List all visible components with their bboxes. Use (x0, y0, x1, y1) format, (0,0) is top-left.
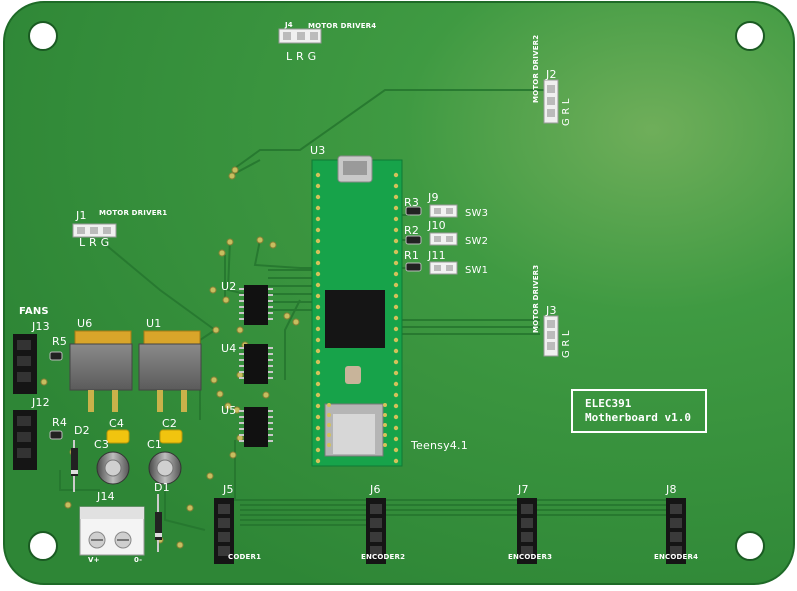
label-j6: J6 (370, 483, 381, 496)
mounting-hole-br (735, 531, 765, 561)
diodes (71, 440, 162, 552)
label-sw2: SW2 (465, 236, 489, 247)
label-d1: D1 (154, 481, 170, 494)
label-r1: R1 (404, 249, 420, 262)
label-vplus: V+ (88, 556, 100, 564)
mounting-hole-bl (28, 531, 58, 561)
mounting-holes (28, 21, 765, 561)
label-j3: J3 (546, 304, 557, 317)
label-j12: J12 (32, 396, 50, 409)
label-u1: U1 (146, 317, 162, 330)
label-u4: U4 (221, 342, 237, 355)
board-title-line2: Motherboard v1.0 (585, 411, 691, 424)
label-u2: U2 (221, 280, 237, 293)
label-j14: J14 (97, 490, 115, 503)
label-encoder4: ENCODER4 (654, 553, 699, 561)
label-c4: C4 (109, 417, 125, 430)
label-j8: J8 (666, 483, 677, 496)
voltage-regulators (69, 330, 202, 412)
mounting-hole-tr (735, 21, 765, 51)
label-u6: U6 (77, 317, 93, 330)
j1-connector (72, 223, 117, 238)
resistors-switch-headers (405, 204, 458, 275)
label-j2-pins: G R L (561, 98, 572, 126)
capacitors (96, 429, 183, 485)
label-fans: FANS (19, 306, 49, 317)
label-c3: C3 (94, 438, 110, 451)
label-j2: J2 (546, 68, 557, 81)
label-encoder2: ENCODER2 (361, 553, 406, 561)
label-encoder1: CODER1 (228, 553, 262, 561)
label-sw1: SW1 (465, 265, 489, 276)
j4-connector (278, 28, 322, 44)
label-motor-driver3: MOTOR DRIVER3 (532, 264, 540, 333)
label-c1: C1 (147, 438, 163, 451)
label-r5: R5 (52, 335, 68, 348)
teensy-module (311, 155, 403, 467)
j3-connector (543, 315, 559, 357)
label-j11: J11 (428, 249, 446, 262)
board-title-box: ELEC391 Motherboard v1.0 (571, 389, 707, 433)
label-j9: J9 (428, 191, 439, 204)
label-d2: D2 (74, 424, 90, 437)
label-sw3: SW3 (465, 208, 489, 219)
label-j1-pins: L R G (79, 236, 110, 249)
label-j1: J1 (76, 209, 87, 222)
label-j3-pins: G R L (561, 330, 572, 358)
traces (59, 89, 680, 531)
label-j13: J13 (32, 320, 50, 333)
board-title-line1: ELEC391 (585, 397, 632, 410)
label-r2: R2 (404, 224, 420, 237)
mounting-hole-tl (28, 21, 58, 51)
fan-headers (13, 334, 63, 470)
label-teensy: Teensy4.1 (411, 439, 468, 452)
label-r4: R4 (52, 416, 68, 429)
label-j5: J5 (223, 483, 234, 496)
label-encoder3: ENCODER3 (508, 553, 553, 561)
encoder-headers (214, 498, 686, 564)
label-j10: J10 (428, 219, 446, 232)
label-u3: U3 (310, 144, 326, 157)
label-c2: C2 (162, 417, 178, 430)
label-motor-driver4: MOTOR DRIVER4 (308, 22, 377, 30)
j14-terminal-block (79, 506, 145, 556)
label-u5: U5 (221, 404, 237, 417)
label-j7: J7 (518, 483, 529, 496)
label-r3: R3 (404, 196, 420, 209)
label-motor-driver1: MOTOR DRIVER1 (99, 209, 168, 217)
label-j4: J4 (285, 21, 293, 29)
label-gnd: 0- (134, 556, 143, 564)
label-j4-pins: L R G (286, 50, 317, 63)
j2-connector (543, 79, 559, 124)
label-motor-driver2: MOTOR DRIVER2 (532, 34, 540, 103)
soic-chips (239, 285, 273, 447)
